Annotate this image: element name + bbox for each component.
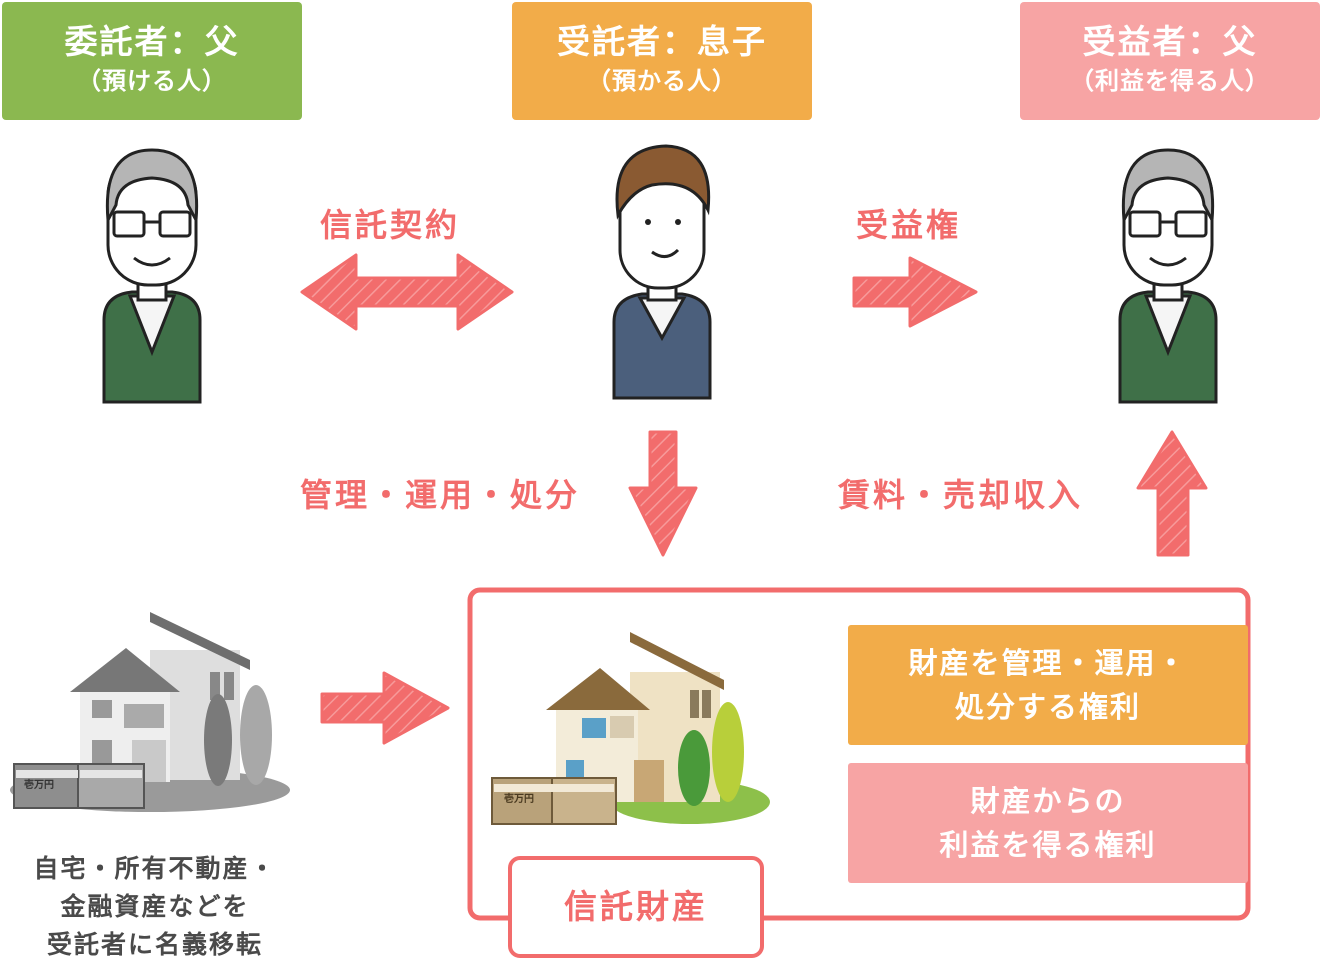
label-rent-sale-income: 賃料・売却収入	[838, 476, 1084, 514]
banknote-trust: 壱万円	[504, 794, 534, 805]
up-arrow-income-icon	[1136, 430, 1208, 557]
transfer-caption-line1: 自宅・所有不動産・	[33, 854, 277, 883]
right-manage-line2: 処分する権利	[954, 690, 1141, 724]
right-manage-line1: 財産を管理・運用・	[908, 646, 1188, 680]
role-settlor-title: 委託者：父	[64, 22, 240, 61]
house-trust-property-icon	[491, 632, 770, 825]
right-profit-box: 財産からの 利益を得る権利	[848, 763, 1248, 883]
role-beneficiary-title: 受益者：父	[1082, 22, 1258, 61]
banknote-grey: 壱万円	[24, 780, 54, 791]
role-settlor-sub: （預ける人）	[77, 67, 227, 95]
label-manage-operate-dispose: 管理・運用・処分	[300, 476, 581, 514]
label-trust-contract: 信託契約	[320, 206, 461, 244]
double-arrow-icon	[300, 253, 514, 331]
trust-property-frame	[467, 587, 1251, 921]
father-settlor-icon	[102, 148, 202, 404]
label-beneficial-right: 受益権	[856, 206, 962, 244]
son-trustee-icon	[612, 144, 712, 400]
right-profit-line1: 財産からの	[970, 784, 1126, 818]
transfer-caption-line2: 金融資産などを	[60, 892, 250, 921]
right-arrow-transfer-icon	[320, 671, 450, 745]
role-trustee-sub: （預かる人）	[587, 67, 737, 95]
transfer-caption: 自宅・所有不動産・ 金融資産などを 受託者に名義移転	[0, 850, 310, 964]
right-manage-box: 財産を管理・運用・ 処分する権利	[848, 625, 1248, 745]
role-settlor: 委託者：父 （預ける人）	[2, 2, 302, 120]
house-grey-icon	[10, 612, 290, 812]
down-arrow-manage-icon	[628, 430, 698, 557]
right-arrow-beneficial-icon	[852, 256, 978, 328]
role-trustee-title: 受託者：息子	[557, 22, 767, 61]
trust-property-label: 信託財産	[508, 856, 764, 958]
right-profit-line2: 利益を得る権利	[939, 828, 1157, 862]
role-beneficiary-sub: （利益を得る人）	[1070, 67, 1270, 95]
transfer-caption-line3: 受託者に名義移転	[46, 930, 263, 959]
father-beneficiary-icon	[1118, 148, 1218, 404]
role-beneficiary: 受益者：父 （利益を得る人）	[1020, 2, 1320, 120]
role-trustee: 受託者：息子 （預かる人）	[512, 2, 812, 120]
